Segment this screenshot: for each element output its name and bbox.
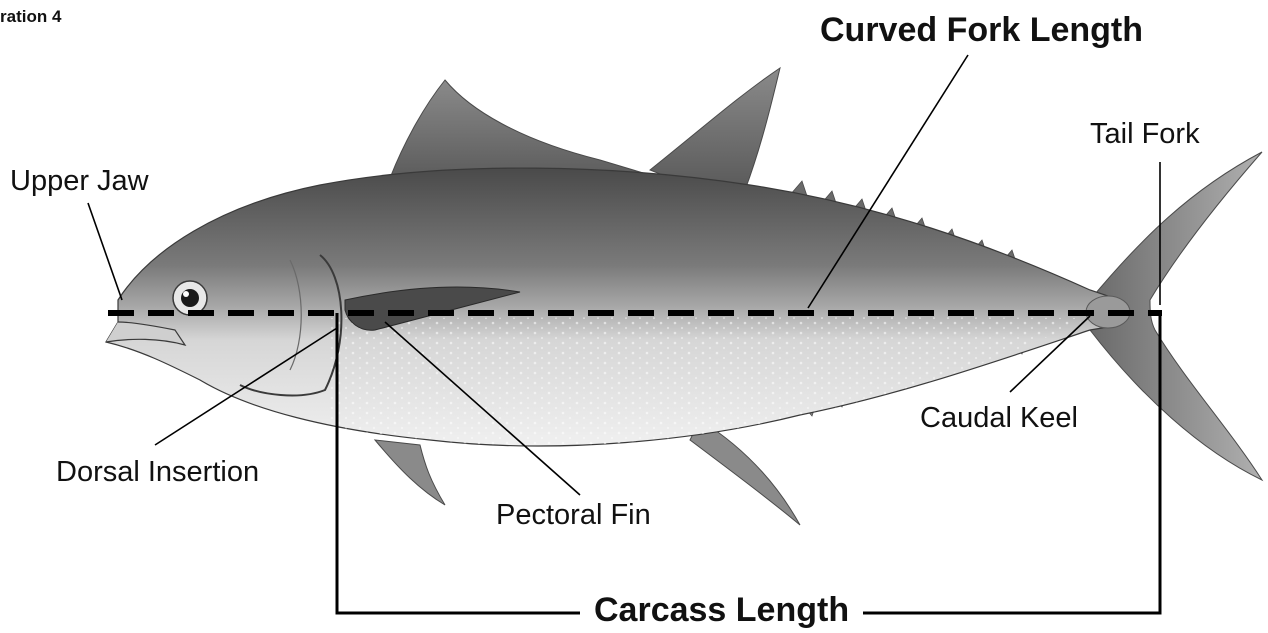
anal-fin <box>690 420 800 525</box>
pectoral-fin-label: Pectoral Fin <box>496 501 651 530</box>
carcass-length-label: Carcass Length <box>580 593 863 627</box>
caudal-keel-label: Caudal Keel <box>920 404 1078 433</box>
upper-jaw-label: Upper Jaw <box>10 167 149 196</box>
dorsal-insertion-label: Dorsal Insertion <box>56 458 259 487</box>
tail-fork-label: Tail Fork <box>1090 120 1200 149</box>
curved-fork-length-label: Curved Fork Length <box>820 13 1143 47</box>
pelvic-fin <box>375 440 445 505</box>
second-dorsal-fin <box>650 68 780 190</box>
figure-label: ration 4 <box>0 8 61 25</box>
upper-jaw-leader <box>88 203 122 300</box>
